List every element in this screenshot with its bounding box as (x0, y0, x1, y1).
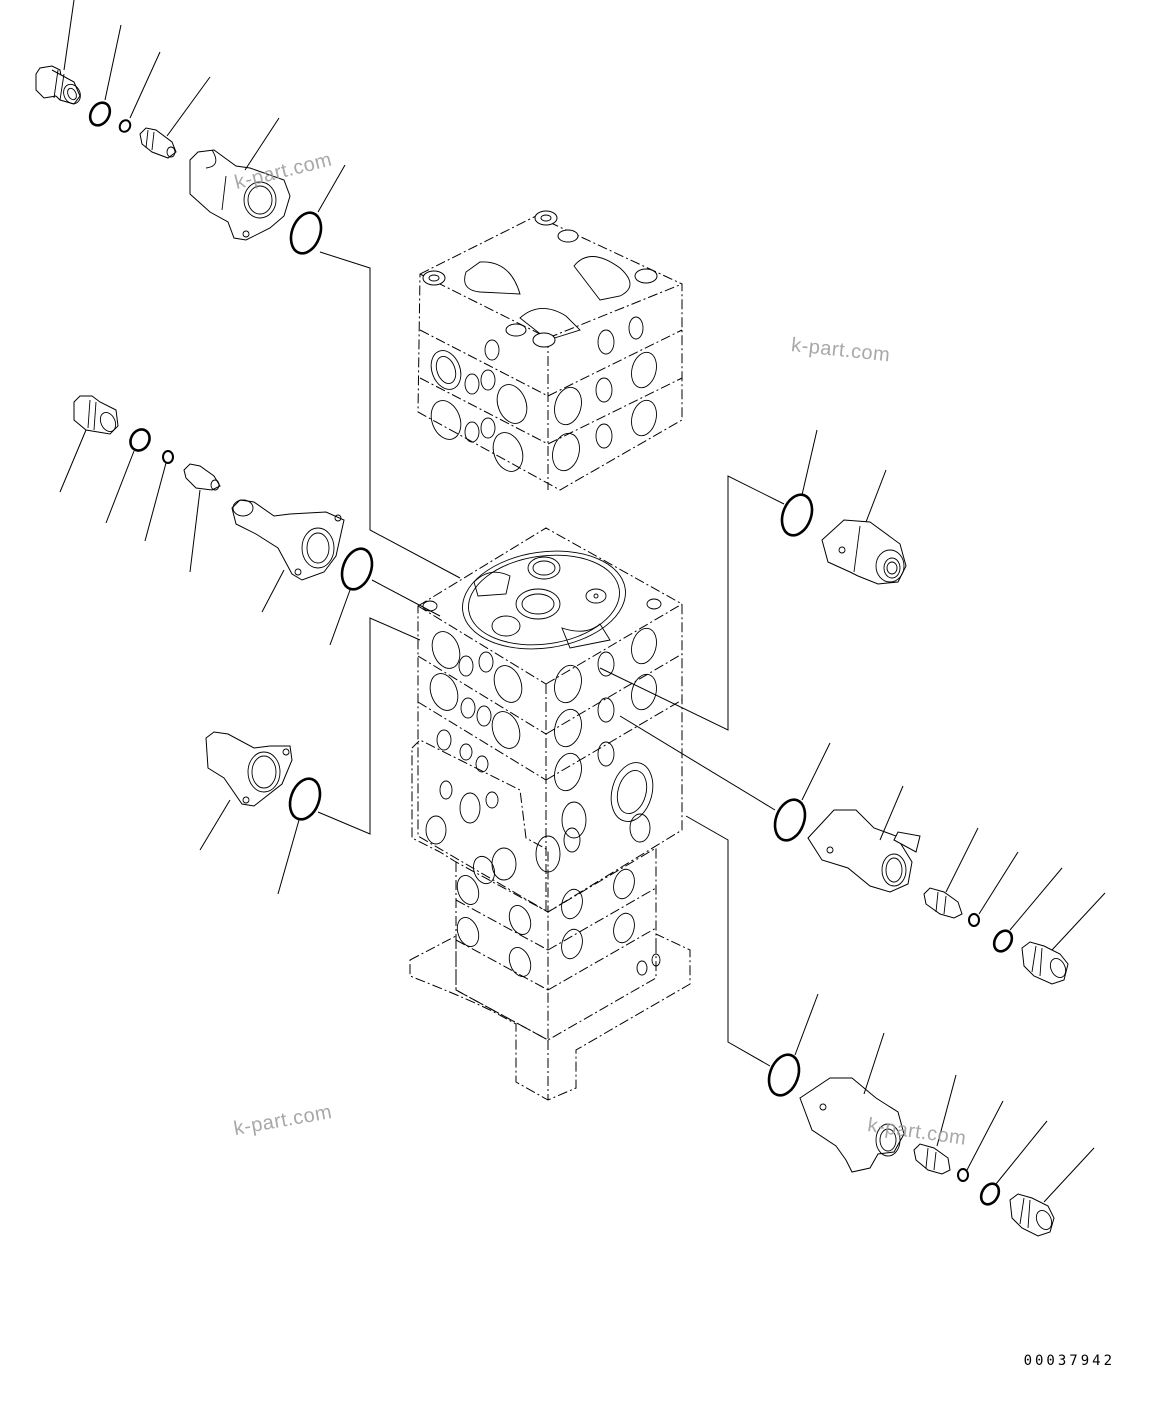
middle-left-fitting-group (59, 395, 441, 646)
leader-line (794, 993, 819, 1056)
o-ring-icon (979, 1182, 1001, 1206)
flange-o-ring-icon (340, 547, 374, 591)
connection-line (619, 715, 776, 811)
leader-line (1009, 867, 1063, 931)
plug-icon (1021, 941, 1069, 985)
drawing-number: 00037942 (1023, 1353, 1115, 1369)
leader-line (865, 469, 887, 523)
flange-o-ring-icon (780, 493, 814, 537)
lower-right-fitting-group (685, 815, 1095, 1237)
leader-line (277, 819, 300, 895)
connection-line (685, 815, 771, 1067)
valve-icon (139, 127, 177, 159)
leader-line (129, 51, 161, 119)
upper-valve-block (417, 210, 683, 491)
o-ring-icon (88, 101, 112, 127)
leader-line (261, 569, 285, 613)
leader-line (863, 1032, 885, 1095)
connection-line (371, 579, 441, 617)
back-up-ring-icon (968, 913, 980, 927)
o-ring-icon (992, 929, 1014, 953)
plug-icon (73, 395, 119, 435)
mounting-base (409, 933, 691, 1101)
upper-left-fitting-group (35, 0, 461, 579)
valve-icon (913, 1143, 951, 1175)
elbow-flange-icon (231, 499, 345, 581)
connection-line (319, 251, 461, 579)
leader-line (189, 489, 201, 573)
leader-line (63, 0, 75, 71)
flange-o-ring-icon (288, 777, 322, 821)
lower-left-fitting-group (199, 617, 421, 895)
leader-line (199, 799, 231, 851)
o-ring-icon (129, 428, 151, 452)
leader-line (978, 851, 1019, 915)
valve-icon (923, 887, 963, 919)
leader-line (966, 1100, 1004, 1171)
leader-line (59, 429, 87, 493)
plug-icon (35, 65, 81, 105)
leader-line (801, 742, 831, 801)
leader-line (317, 164, 346, 213)
leader-line (329, 589, 351, 646)
plug-icon (1009, 1193, 1055, 1237)
leader-line (1051, 892, 1106, 951)
leader-line (936, 1074, 957, 1147)
leader-line (879, 785, 904, 841)
leader-line (144, 462, 167, 542)
connection-line (599, 475, 785, 731)
connection-line (317, 617, 421, 835)
back-up-ring-icon (957, 1168, 969, 1182)
flange-o-ring-icon (289, 211, 323, 255)
elbow-flange-icon (189, 149, 291, 241)
back-up-ring-icon (162, 450, 174, 464)
leader-line (166, 76, 211, 137)
leader-line (945, 827, 979, 893)
leader-line (801, 429, 818, 496)
elbow-flange-icon (807, 809, 921, 893)
flange-icon (205, 731, 293, 807)
flange-icon (821, 519, 907, 585)
leader-line (995, 1120, 1048, 1185)
leader-line (105, 450, 135, 524)
flange-o-ring-icon (773, 798, 807, 842)
upper-right-fitting-group (599, 429, 907, 731)
flange-o-ring-icon (767, 1053, 801, 1097)
back-up-ring-icon (118, 119, 132, 133)
middle-right-fitting-group (619, 715, 1106, 985)
main-valve-body (411, 527, 683, 1041)
valve-icon (183, 463, 221, 491)
leader-line (244, 117, 280, 171)
leader-line (1043, 1147, 1095, 1203)
elbow-flange-icon (799, 1077, 905, 1173)
leader-line (104, 24, 122, 101)
